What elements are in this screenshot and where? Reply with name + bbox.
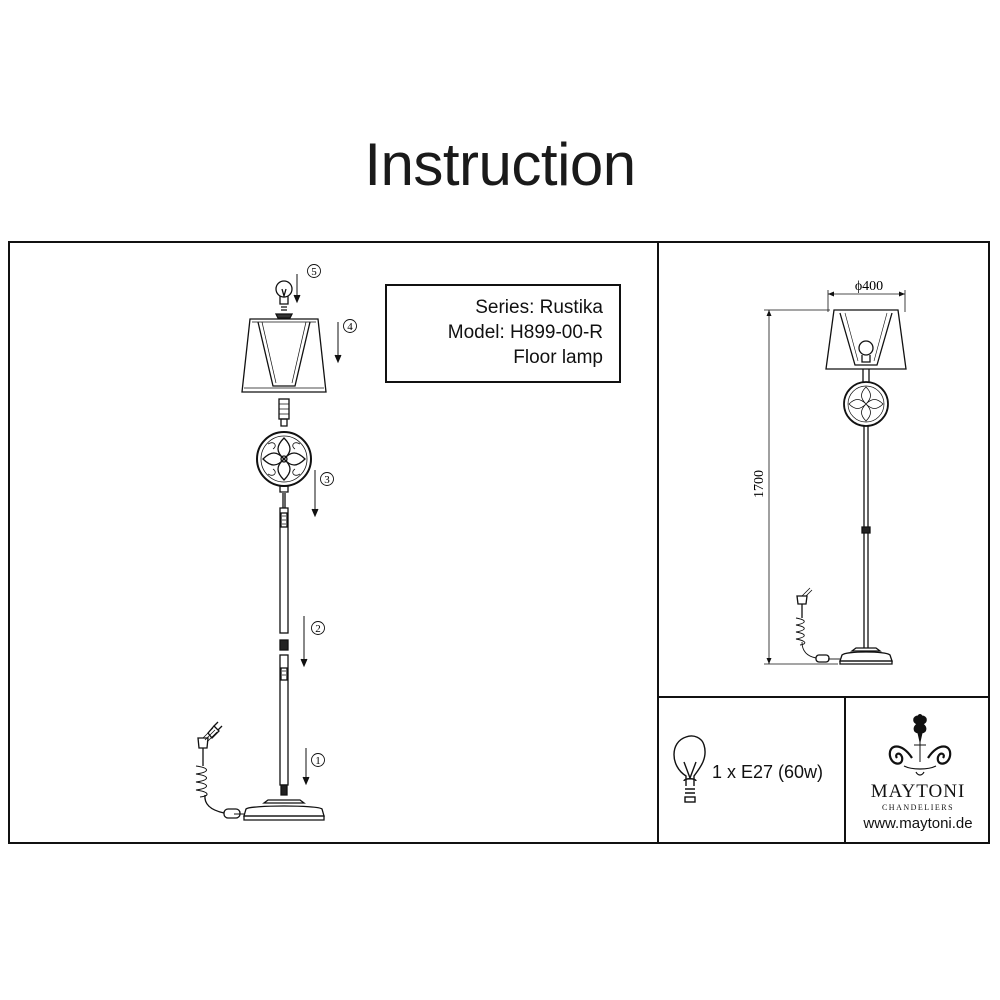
dimension-diagram: [764, 290, 907, 665]
exploded-base: [243, 799, 325, 821]
step-label: 4: [347, 321, 353, 333]
brand-name: MAYTONI: [870, 781, 966, 802]
assembly-arrows: [293, 274, 342, 786]
step-label: 5: [311, 266, 317, 278]
page-title: Instruction: [364, 131, 636, 198]
exploded-cable-plug: [195, 721, 244, 819]
divider-horizontal: [658, 696, 990, 698]
exploded-assembly-diagram: [195, 264, 357, 821]
step-label: 3: [324, 474, 330, 486]
divider-vertical: [657, 241, 659, 844]
product-type-label: Floor lamp: [513, 347, 603, 368]
exploded-medallion: [256, 431, 312, 493]
exploded-shade: [241, 318, 327, 393]
brand-url[interactable]: www.maytoni.de: [863, 815, 973, 832]
step-label: 2: [315, 623, 321, 635]
step-label: 1: [315, 755, 321, 767]
light-bulb-icon: [673, 735, 706, 803]
exploded-bulb-icon: [275, 280, 293, 311]
diameter-label: ϕ400: [855, 279, 883, 294]
bulb-spec: 1 x E27 (60w): [712, 762, 824, 782]
instruction-frame: [8, 241, 990, 844]
brand-subtitle: CHANDELIERS: [881, 803, 955, 812]
fleur-ornament-icon: [888, 714, 952, 776]
model-label: Model: H899-00-R: [447, 322, 603, 343]
product-info-box: Series: Rustika Model: H899-00-R Floor l…: [385, 284, 621, 383]
height-label: 1700: [752, 470, 767, 498]
series-label: Series: Rustika: [475, 297, 603, 318]
divider-footer: [844, 697, 846, 844]
